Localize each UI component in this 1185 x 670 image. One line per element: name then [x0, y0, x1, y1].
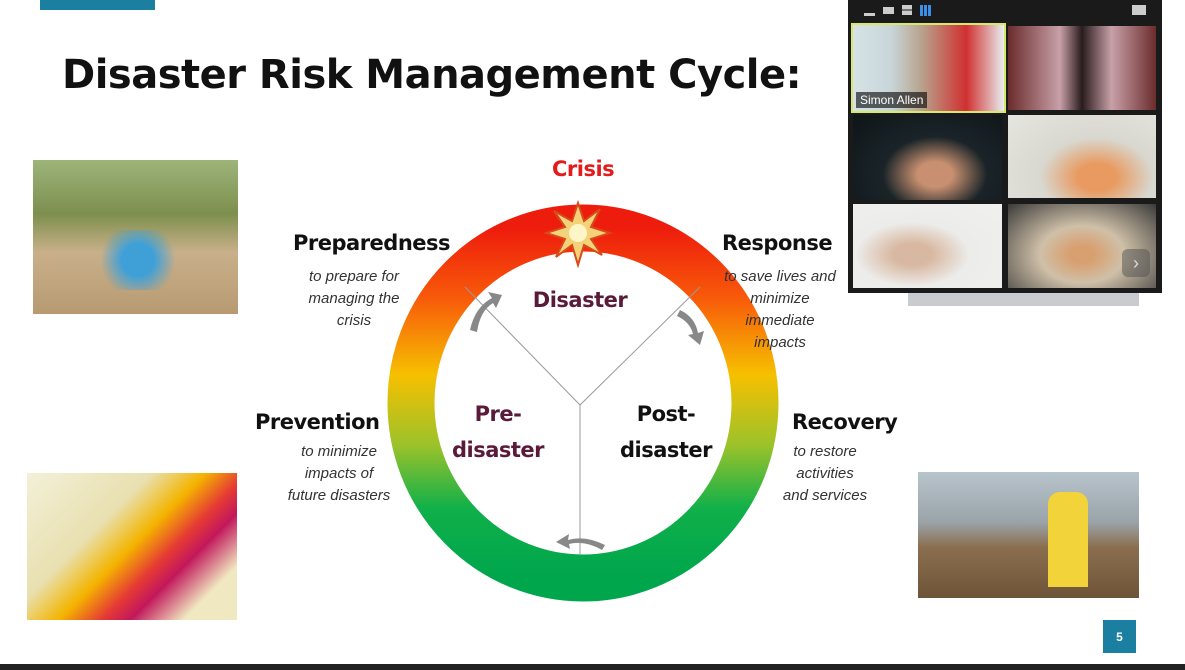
bottom-border	[0, 664, 1185, 670]
next-page-button[interactable]: ›	[1122, 249, 1150, 277]
minimize-icon[interactable]	[864, 12, 875, 16]
phase-preparedness-label: Preparedness	[293, 231, 451, 255]
inner-post-disaster: Post- disaster	[616, 396, 716, 468]
photo-reconstruction	[918, 472, 1139, 598]
video-tile[interactable]	[1008, 115, 1156, 198]
cycle-arrows	[470, 292, 704, 550]
desc-line: to minimize	[301, 443, 377, 460]
phase-recovery-label: Recovery	[792, 410, 898, 434]
photo-detail	[1048, 492, 1088, 587]
desc-line: impacts	[754, 334, 806, 351]
desc-line: crisis	[336, 312, 372, 329]
crisis-label: Crisis	[552, 157, 615, 181]
inner-line: disaster	[451, 438, 545, 462]
phase-response-label: Response	[722, 231, 833, 255]
cycle-ring	[387, 199, 779, 602]
desc-line: future disasters	[287, 487, 391, 504]
participant-name: Simon Allen	[856, 92, 928, 108]
photo-detail	[93, 230, 183, 290]
video-tile[interactable]	[853, 115, 1002, 200]
crisis-burst-icon	[542, 199, 614, 269]
inner-disaster: Disaster	[532, 288, 628, 312]
inner-line: Pre-	[474, 402, 522, 426]
phase-prevention-label: Prevention	[255, 410, 380, 434]
split-view-icon[interactable]	[902, 5, 912, 15]
inner-line: disaster	[619, 438, 713, 462]
video-tile[interactable]	[853, 204, 1002, 288]
view-toolbar	[848, 0, 1162, 20]
phase-preparedness-desc: to prepare for managing the crisis	[290, 266, 418, 332]
video-tile[interactable]	[1008, 26, 1156, 110]
desc-line: to save lives and	[724, 268, 836, 285]
desc-line: to prepare for	[308, 268, 400, 285]
phase-recovery-desc: to restore activities and services	[765, 441, 885, 507]
phase-response-desc: to save lives and minimize immediate imp…	[716, 266, 844, 354]
desc-line: impacts of	[304, 465, 374, 482]
phase-prevention-desc: to minimize impacts of future disasters	[275, 441, 403, 507]
inner-line: Post-	[636, 402, 696, 426]
inner-pre-disaster: Pre- disaster	[448, 396, 548, 468]
video-gallery-panel[interactable]: Simon Allen ›	[848, 0, 1162, 293]
desc-line: immediate	[745, 312, 815, 329]
photo-evacuation	[33, 160, 238, 314]
desc-line: activities	[796, 465, 854, 482]
small-view-icon[interactable]	[883, 6, 894, 14]
video-tile-active-speaker[interactable]: Simon Allen	[851, 23, 1006, 113]
gallery-view-icon[interactable]	[920, 4, 931, 16]
desc-line: and services	[782, 487, 868, 504]
desc-line: managing the	[308, 290, 400, 307]
video-tile[interactable]: ›	[1008, 204, 1156, 288]
desc-line: minimize	[750, 290, 810, 307]
hazard-map-image	[27, 473, 237, 620]
desc-line: to restore	[793, 443, 857, 460]
slide-title: Disaster Risk Management Cycle:	[62, 52, 802, 98]
header-accent-bar	[40, 0, 155, 10]
slide-number: 5	[1103, 620, 1136, 653]
exit-fullscreen-icon[interactable]	[1132, 5, 1146, 15]
